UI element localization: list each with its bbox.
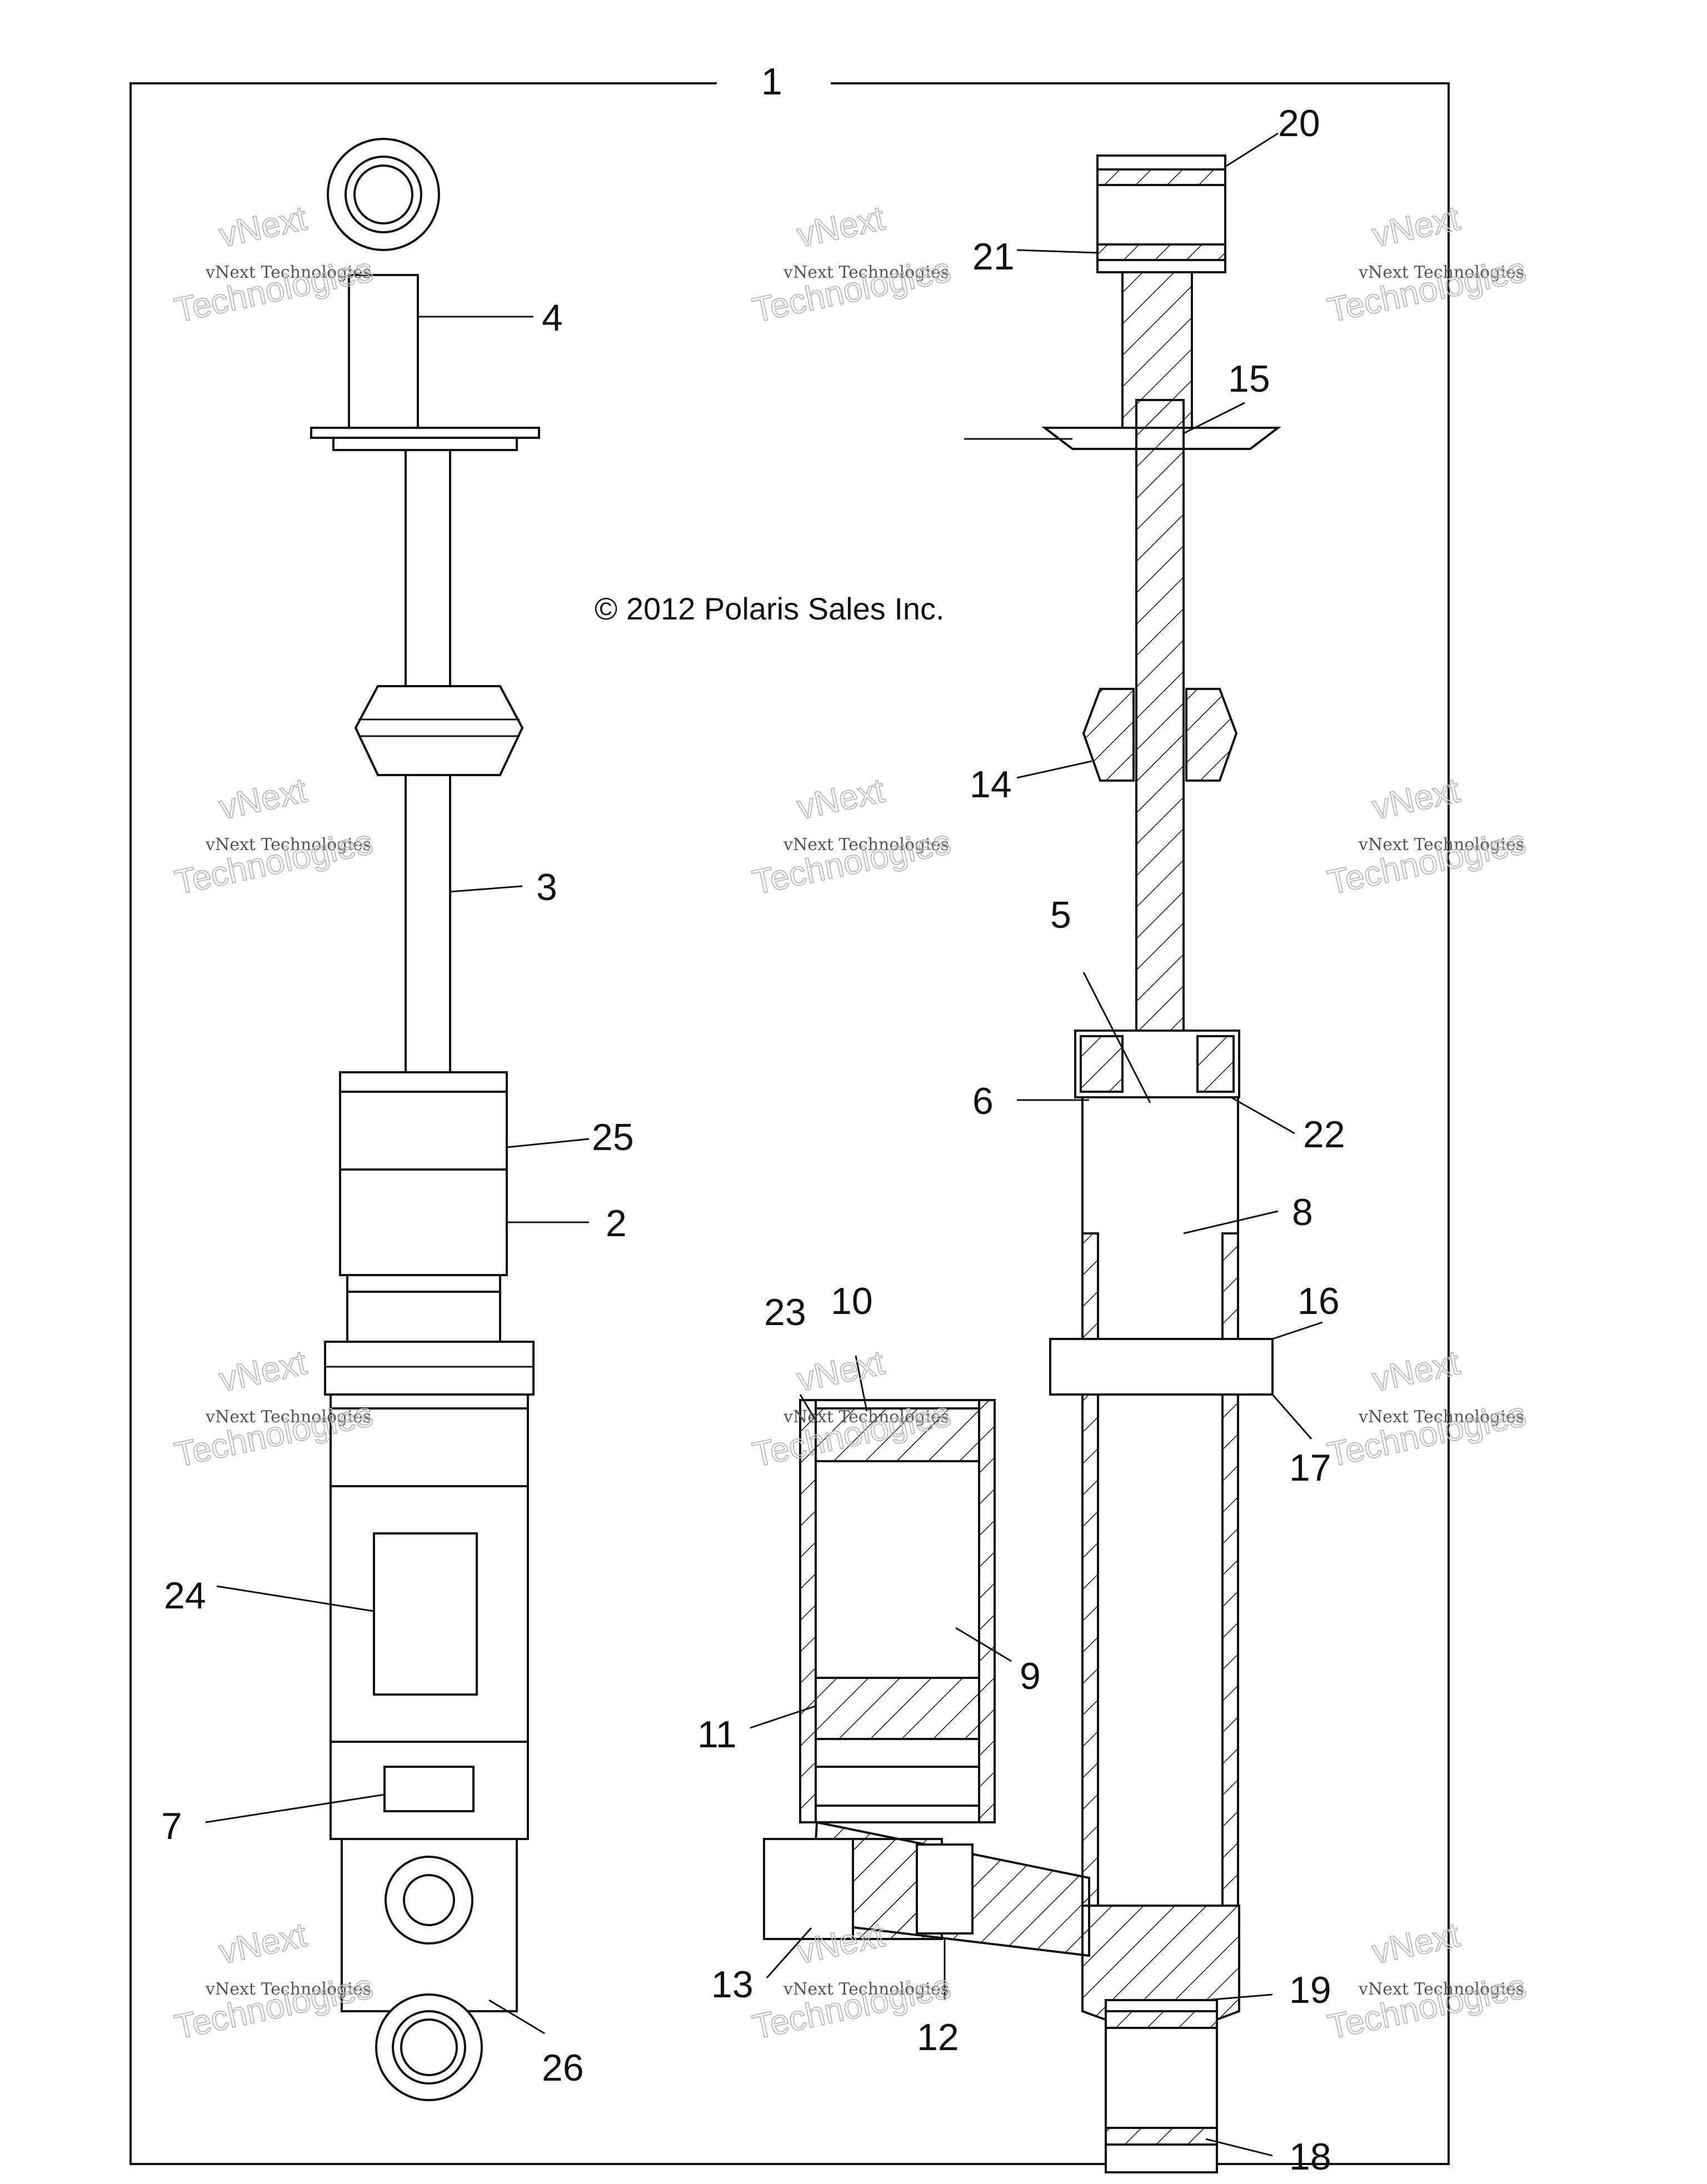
label-7 (383, 1766, 475, 1812)
callout-26: 26 (542, 2047, 584, 2089)
callout-12: 12 (917, 2016, 959, 2058)
top-cap-ring (339, 1071, 508, 1093)
callout-5: 5 (1050, 894, 1071, 936)
callout-21: 21 (972, 236, 1015, 278)
callout-17: 17 (1289, 1447, 1331, 1489)
svg-text:vNext Technologies: vNext Technologies (205, 1980, 371, 1999)
callout-9: 9 (1020, 1655, 1041, 1697)
callout-10: 10 (831, 1280, 873, 1322)
svg-text:vNext Technologies: vNext Technologies (1358, 835, 1524, 854)
bump-stop (354, 685, 524, 776)
callout-24: 24 (164, 1575, 206, 1617)
watermark: vNext Technologies vNext Technologies (749, 198, 955, 330)
callout-1: 1 (761, 61, 782, 103)
svg-text:vNext Technologies: vNext Technologies (205, 835, 371, 854)
callout-11: 11 (697, 1713, 737, 1756)
frame-border (129, 82, 1450, 2165)
svg-text:vNext: vNext (794, 1343, 888, 1399)
callout-3: 3 (536, 866, 557, 908)
callout-18: 18 (1289, 2136, 1331, 2178)
reservoir-cap (815, 1407, 980, 1462)
watermark: vNext Technologies vNext Technologies (171, 771, 377, 902)
svg-text:vNext: vNext (216, 1343, 310, 1399)
callout-15: 15 (1228, 358, 1270, 400)
preload-collar (324, 1341, 535, 1396)
watermark: vNext Technologies vNext Technologies (1324, 198, 1530, 330)
watermark: vNext Technologies vNext Technologies (1324, 771, 1530, 902)
collar-section (1049, 1338, 1274, 1396)
svg-text:vNext: vNext (216, 771, 310, 827)
svg-text:vNext Technologies: vNext Technologies (1358, 263, 1524, 282)
callout-23: 23 (764, 1291, 806, 1333)
callout-13: 13 (711, 1963, 753, 2006)
adjuster-valve (916, 1843, 974, 1935)
reservoir (799, 1399, 996, 1823)
svg-text:vNext: vNext (794, 771, 888, 827)
adjuster-knob (763, 1838, 854, 1940)
svg-text:vNext Technologies: vNext Technologies (1358, 1407, 1524, 1427)
callout-4: 4 (542, 297, 563, 339)
shaft-eye (348, 274, 419, 434)
callout-7: 7 (161, 1805, 182, 1847)
callout-2: 2 (606, 1202, 627, 1245)
decal-24 (373, 1532, 478, 1696)
svg-text:vNext Technologies: vNext Technologies (205, 263, 371, 282)
svg-text:vNext Technologies: vNext Technologies (783, 835, 949, 854)
bump-stop-section (1082, 688, 1135, 782)
body-upper (339, 1168, 508, 1276)
svg-text:vNext Technologies: vNext Technologies (783, 1407, 949, 1427)
watermark: vNext Technologies vNext Technologies (749, 771, 955, 902)
svg-text:vNext Technologies: vNext Technologies (205, 1407, 371, 1427)
svg-text:vNext Technologies: vNext Technologies (1358, 1980, 1524, 1999)
leader-lines (205, 132, 1323, 2157)
svg-text:vNext: vNext (794, 199, 888, 254)
left-exterior-shock (310, 138, 540, 2101)
watermark: vNext Technologies vNext Technologies (1324, 1343, 1530, 1475)
ifp (815, 1677, 980, 1740)
top-cap (339, 1091, 508, 1171)
copyright-notice: © 2012 Polaris Sales Inc. (595, 591, 945, 626)
callout-6: 6 (972, 1080, 994, 1122)
callout-19: 19 (1289, 1969, 1331, 2011)
callout-16: 16 (1297, 1280, 1340, 1322)
callout-20: 20 (1278, 102, 1320, 144)
main-tube (1081, 1096, 1239, 1907)
right-section-shock (763, 154, 1281, 2173)
callout-25: 25 (592, 1116, 634, 1158)
svg-text:vNext: vNext (216, 1916, 310, 1971)
svg-text:vNext: vNext (216, 199, 310, 254)
callout-14: 14 (970, 763, 1012, 806)
callout-22: 22 (1303, 1113, 1345, 1156)
callout-8: 8 (1292, 1191, 1313, 1233)
svg-text:vNext Technologies: vNext Technologies (783, 1980, 949, 1999)
svg-text:vNext Technologies: vNext Technologies (783, 263, 949, 282)
watermark: vNext Technologies vNext Technologies (1324, 1915, 1530, 2047)
spring-plate (310, 427, 540, 439)
callouts: 1 2 3 4 5 6 7 8 9 10 11 12 13 14 15 16 1… (161, 61, 1345, 2178)
